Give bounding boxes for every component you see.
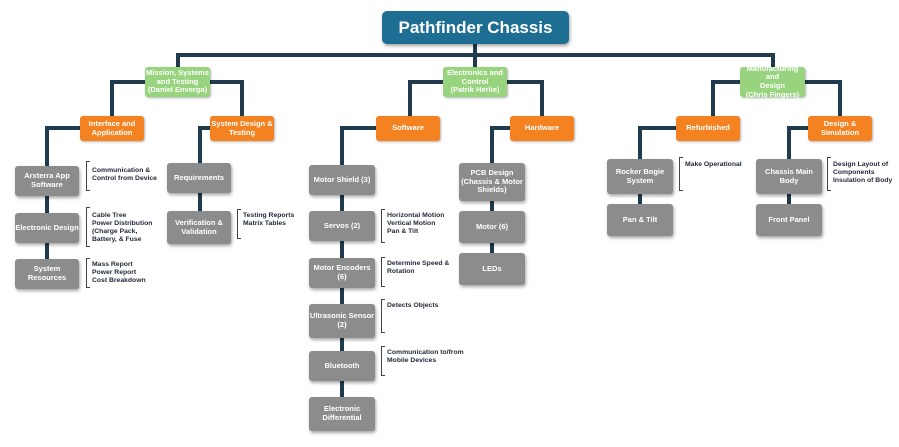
subcategory-software: Software: [376, 116, 440, 141]
category-mission: Mission, Systems and Testing (Daniel Env…: [145, 67, 210, 97]
note-electronic-design: Cable Tree Power Distribution (Charge Pa…: [92, 212, 153, 244]
item-bluetooth: Bluetooth: [309, 351, 375, 381]
bracket: [86, 258, 90, 288]
note-chassis-main: Design Layout of Components Insulation o…: [833, 161, 893, 185]
item-verification: Verification & Validation: [167, 211, 231, 244]
note-motor-encoders: Determine Speed & Rotation: [387, 260, 450, 276]
root-node: Pathfinder Chassis: [382, 11, 569, 44]
subcategory-hardware: Hardware: [510, 116, 574, 141]
item-pan-tilt: Pan & Tilt: [607, 204, 673, 236]
subcategory-interface: Interface and Application: [80, 116, 144, 141]
bracket: [381, 299, 385, 333]
note-rocker-bogie: Make Operational: [685, 161, 742, 168]
category-electronics: Electronics and Control (Patrik Herlie): [443, 67, 507, 97]
note-system-resources: Mass Report Power Report Cost Breakdown: [92, 261, 146, 285]
item-system-resources: System Resources: [15, 259, 79, 289]
item-rocker-bogie: Rocker Bogie System: [607, 159, 673, 194]
note-bluetooth: Communication to/from Mobile Devices: [387, 349, 464, 365]
note-servos: Horizontal Motion Vertical Motion Pan & …: [387, 212, 445, 236]
item-motor-encoders: Motor Encoders (6): [309, 258, 375, 288]
subcategory-system-design: System Design & Testing: [210, 116, 274, 141]
bracket: [381, 209, 385, 243]
item-requirements: Requirements: [167, 163, 231, 193]
note-ultrasonic: Detects Objects: [387, 302, 439, 309]
item-arxterra-app: Arxterra App Software: [15, 166, 79, 196]
note-arxterra: Communication & Control from Device: [92, 167, 157, 183]
item-electronic-differential: Electronic Differential: [309, 397, 375, 431]
note-verification: Testing Reports Matrix Tables: [243, 212, 295, 228]
item-ultrasonic-sensor: Ultrasonic Sensor (2): [309, 304, 375, 338]
item-motor: Motor (6): [459, 211, 525, 243]
category-manufacturing: Manufacturing and Design (Chris Fingers): [740, 64, 805, 98]
bracket: [827, 157, 831, 191]
item-pcb-design: PCB Design (Chassis & Motor Shields): [459, 163, 525, 201]
bracket: [679, 157, 683, 191]
item-front-panel: Front Panel: [756, 204, 822, 236]
item-servos: Servos (2): [309, 211, 375, 241]
bracket: [86, 161, 90, 191]
bracket: [381, 346, 385, 376]
bracket: [381, 257, 385, 287]
subcategory-design-simulation: Design & Simulation: [808, 116, 872, 141]
bracket: [86, 207, 90, 247]
item-motor-shield: Motor Shield (3): [309, 165, 375, 195]
bracket: [237, 209, 241, 239]
item-chassis-main-body: Chassis Main Body: [756, 159, 822, 194]
subcategory-refurbished: Refurbished: [676, 116, 740, 141]
item-electronic-design: Electronic Design: [15, 213, 79, 243]
item-leds: LEDs: [459, 253, 525, 285]
